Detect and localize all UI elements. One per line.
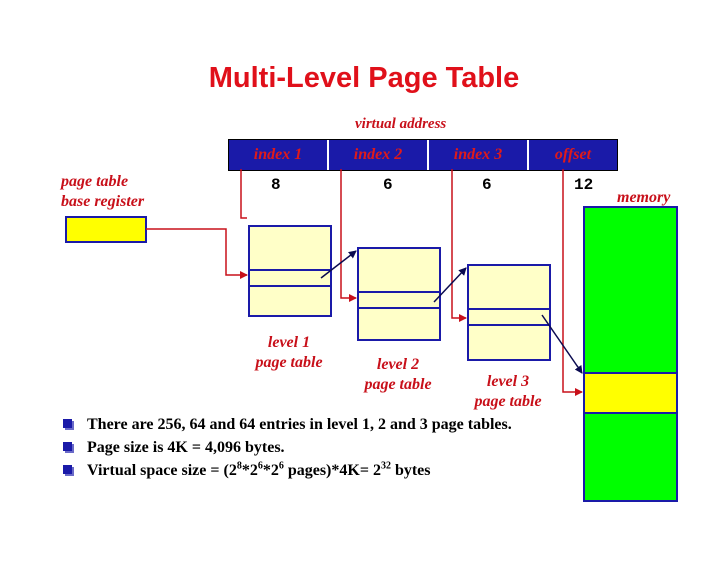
bits-index-3: 6 <box>482 176 492 194</box>
ptbr-label-line1: page table <box>61 173 129 190</box>
virtual-address-label: virtual address <box>355 116 447 132</box>
virtual-address-bar: index 1 index 2 index 3 offset <box>228 139 618 171</box>
bullet-box-icon <box>63 437 79 458</box>
bits-index-2: 6 <box>383 176 393 194</box>
bullet-item: Virtual space size = (28*26*26 pages)*4K… <box>63 460 533 481</box>
bullet-box-icon <box>63 460 79 481</box>
level-2-to-level-3-arrow <box>433 267 467 303</box>
level-3-to-memory-arrow <box>541 314 583 374</box>
field-offset: offset <box>554 146 592 163</box>
level-2-table-label: level 2 page table <box>345 355 451 395</box>
level-2-line2: page table <box>364 376 432 393</box>
field-index-2: index 2 <box>329 140 429 170</box>
bullet-text-virtual-space: Virtual space size = (28*26*26 pages)*4K… <box>87 460 431 479</box>
index-2-arrow <box>340 169 357 302</box>
level-3-table-label: level 3 page table <box>455 372 561 412</box>
memory-page-highlight <box>583 372 678 414</box>
level-2-line1: level 2 <box>376 356 420 373</box>
ptbr-arrow <box>146 228 248 279</box>
ptbr-label-line2: base register <box>61 193 145 210</box>
bullet-list: There are 256, 64 and 64 entries in leve… <box>63 414 533 483</box>
bullet-text-entries: There are 256, 64 and 64 entries in leve… <box>87 416 512 433</box>
index-3-arrow <box>451 169 467 322</box>
level-1-table <box>248 225 332 317</box>
level-2-table <box>357 247 441 341</box>
page-table-base-register <box>65 216 147 243</box>
slide-title: Multi-Level Page Table <box>208 62 520 94</box>
bullet-item: Page size is 4K = 4,096 bytes. <box>63 437 533 458</box>
level-1-table-label: level 1 page table <box>236 333 342 373</box>
level-3-line1: level 3 <box>486 373 530 390</box>
offset-arrow <box>562 169 583 396</box>
level-3-line2: page table <box>474 393 542 410</box>
page-table-base-register-label: page table base register <box>61 172 144 212</box>
field-index-1: index 1 <box>229 140 329 170</box>
level-1-line2: page table <box>255 354 323 371</box>
bullet-text-page-size: Page size is 4K = 4,096 bytes. <box>87 439 285 456</box>
bits-index-1: 8 <box>271 176 281 194</box>
field-index-3: index 3 <box>429 140 529 170</box>
bits-offset: 12 <box>574 176 594 194</box>
memory-block <box>583 206 678 502</box>
level-1-line1: level 1 <box>267 334 311 351</box>
bullet-box-icon <box>63 414 79 435</box>
level-3-table <box>467 264 551 361</box>
level-1-to-level-2-arrow <box>320 250 357 279</box>
bullet-item: There are 256, 64 and 64 entries in leve… <box>63 414 533 435</box>
index-1-arrow <box>240 169 247 219</box>
memory-label: memory <box>617 189 671 206</box>
